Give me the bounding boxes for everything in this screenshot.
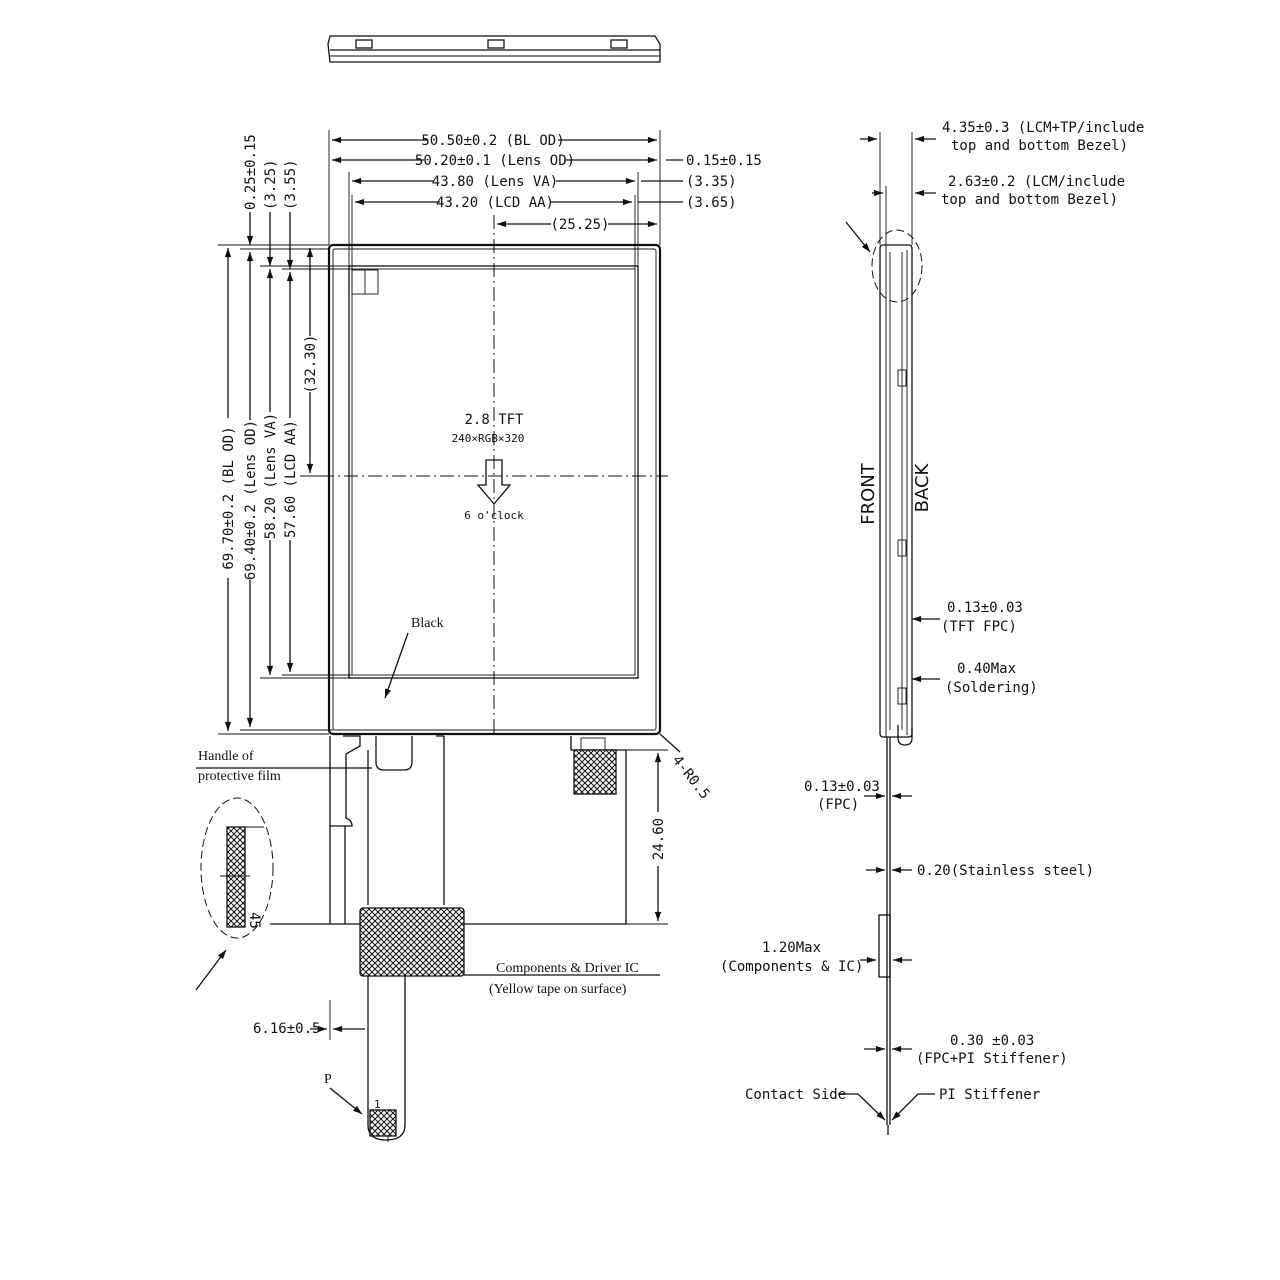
fpc-component-pad: [573, 749, 617, 795]
detail-ellipse: [200, 797, 274, 939]
dim-center-y: (32.30): [303, 334, 319, 393]
left-dimensions: 0.25±0.15 (3.25) (3.55) 69.70±0.2 (BL OD…: [218, 134, 352, 735]
top-edge-view: [327, 35, 661, 63]
fpc-thickness-2: (FPC): [817, 797, 859, 813]
fpc-thickness-1: 0.13±0.03: [804, 779, 880, 795]
dim-lcd-aa-height: 57.60 (LCD AA): [283, 420, 299, 538]
dim-lens-va-height: 58.20 (Lens VA): [263, 413, 279, 539]
clip-icon: [487, 39, 505, 49]
dim-fpc-length: 24.60: [651, 818, 667, 860]
dim-lens-va-width: 43.80 (Lens VA): [432, 174, 558, 190]
side-total-thickness-1: 4.35±0.3 (LCM+TP/include: [942, 120, 1144, 136]
components-thickness-2: (Components & IC): [720, 959, 863, 975]
clip-icon: [897, 369, 907, 387]
components-thickness-1: 1.20Max: [762, 940, 821, 956]
panel-title: 2.8 TFT: [464, 412, 524, 428]
driver-ic-block: [359, 907, 465, 977]
dim-lens-od-height: 69.40±0.2 (Lens OD): [243, 420, 259, 580]
back-label: BACK: [912, 462, 933, 512]
fpc-tail: Handle of protective film 24.60 Componen…: [195, 735, 668, 1142]
dim-lens-od-width: 50.20±0.1 (Lens OD): [415, 153, 575, 169]
dim-right-b: (3.35): [686, 174, 737, 190]
side-detail-ellipse: [871, 229, 923, 303]
side-total-thickness-2: top and bottom Bezel): [951, 138, 1128, 154]
corner-radius-label: 4-R0.5: [669, 753, 713, 803]
dim-top-c: (3.55): [283, 159, 299, 210]
dim-bl-od-height: 69.70±0.2 (BL OD): [221, 426, 237, 569]
contact-side-label: Contact Side: [745, 1087, 846, 1103]
panel-orientation: 6 o'clock: [464, 509, 524, 522]
dim-right-a: 0.15±0.15: [686, 153, 762, 169]
front-label: FRONT: [858, 462, 879, 524]
dim-tail-offset: 6.16±0.5: [253, 1021, 320, 1037]
dim-lcd-aa-width: 43.20 (LCD AA): [436, 195, 554, 211]
stiffener-thickness-1: 0.30 ±0.03: [950, 1033, 1034, 1049]
black-label: Black: [411, 616, 444, 631]
top-dimensions: 50.50±0.2 (BL OD) 50.20±0.1 (Lens OD) 0.…: [328, 130, 762, 269]
pin-count-label: 45: [246, 912, 262, 929]
panel-resolution: 240×RGB×320: [452, 432, 525, 445]
tft-fpc-2: (TFT FPC): [941, 619, 1017, 635]
tft-fpc-1: 0.13±0.03: [947, 600, 1023, 616]
handle-label-line1: Handle of: [198, 749, 254, 764]
dim-offset-x: (25.25): [550, 217, 609, 233]
handle-label-line2: protective film: [198, 769, 281, 784]
soldering-2: (Soldering): [945, 680, 1038, 696]
pin-one-label: 1: [374, 1098, 381, 1111]
components-label-line2: (Yellow tape on surface): [489, 982, 627, 997]
orientation-arrow-icon: [476, 459, 512, 506]
pin-connector-detail: [226, 826, 246, 928]
side-lcm-thickness-1: 2.63±0.2 (LCM/include: [948, 174, 1125, 190]
dim-top-a: 0.25±0.15: [243, 134, 259, 210]
clip-icon: [355, 39, 373, 49]
dim-bl-od-width: 50.50±0.2 (BL OD): [421, 133, 564, 149]
side-view: 4.35±0.3 (LCM+TP/include top and bottom …: [720, 120, 1144, 1135]
stiffener-thickness-2: (FPC+PI Stiffener): [916, 1051, 1068, 1067]
components-label-line1: Components & Driver IC: [496, 961, 639, 976]
side-lcm-thickness-2: top and bottom Bezel): [941, 192, 1118, 208]
clip-icon: [897, 539, 907, 557]
clip-icon: [897, 687, 907, 705]
steel-thickness: 0.20(Stainless steel): [917, 863, 1094, 879]
pi-stiffener-label: PI Stiffener: [939, 1087, 1040, 1103]
dim-right-c: (3.65): [686, 195, 737, 211]
front-view-panel: 2.8 TFT 240×RGB×320 6 o'clock Black 4-R0…: [320, 215, 713, 802]
p-label: P: [324, 1072, 332, 1087]
dim-top-b: (3.25): [263, 159, 279, 210]
clip-icon: [610, 39, 628, 49]
tail-contact-pad: [369, 1109, 397, 1137]
soldering-1: 0.40Max: [957, 661, 1016, 677]
